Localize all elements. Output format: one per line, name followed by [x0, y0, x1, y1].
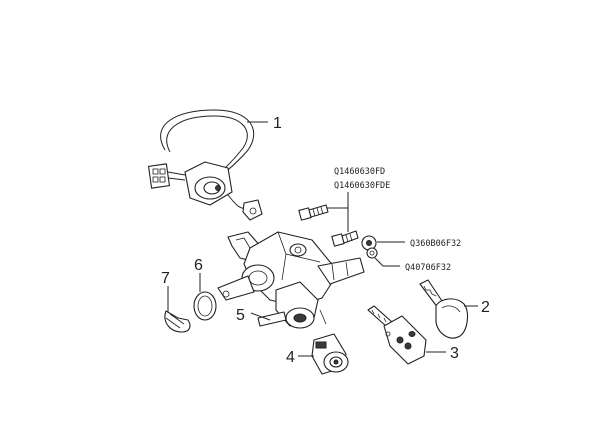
leader-line-screws — [325, 192, 349, 232]
callout-2: 2 — [481, 299, 490, 316]
part-number-screw-a: Q1460630FD — [334, 167, 385, 177]
leader-line-5 — [250, 312, 271, 321]
part-number-screw-b: Q1460630FDE — [334, 181, 390, 191]
part-1-switch-harness — [148, 109, 263, 221]
callout-4: 4 — [286, 349, 295, 366]
screw-lower — [331, 230, 359, 247]
part-2-key — [419, 279, 469, 339]
part-5-lock-assembly — [217, 231, 365, 329]
part-3-remote-key — [367, 305, 427, 365]
washer-part — [366, 247, 378, 259]
part-number-washer: Q40706F32 — [405, 263, 451, 273]
part-7-clip — [164, 310, 191, 333]
callout-3: 3 — [450, 345, 459, 362]
screw-upper — [298, 204, 329, 221]
callout-5: 5 — [236, 307, 245, 324]
part-6-ring — [193, 291, 217, 321]
callout-7: 7 — [161, 270, 170, 287]
callout-1: 1 — [273, 115, 282, 132]
callout-6: 6 — [194, 257, 203, 274]
part-4-cylinder — [311, 333, 349, 375]
part-number-nut: Q360B06F32 — [410, 239, 461, 249]
leader-line-washer — [374, 257, 400, 267]
